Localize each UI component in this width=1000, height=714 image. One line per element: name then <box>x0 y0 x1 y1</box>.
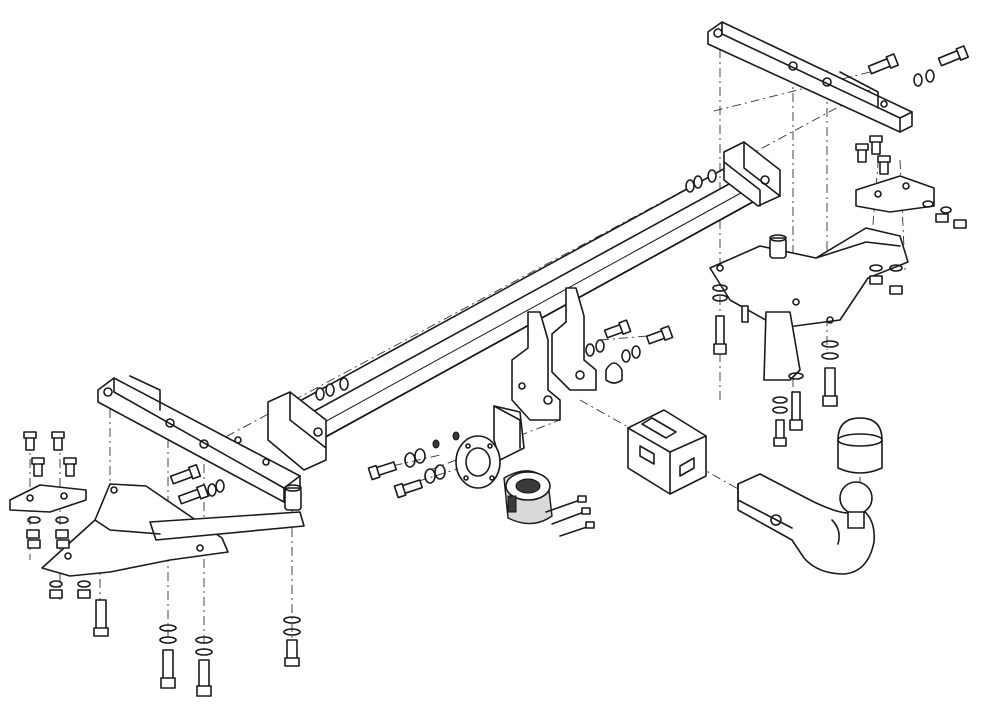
socket-fasteners <box>367 431 460 499</box>
receiver-block <box>627 409 707 495</box>
left-bottom-bracket <box>41 483 305 577</box>
left-small-plate <box>9 484 87 513</box>
left-rail-bolts <box>169 463 225 505</box>
socket-assembly <box>455 405 595 537</box>
right-rail-bolts <box>867 45 970 87</box>
center-brackets <box>511 287 597 421</box>
right-bottom-bracket <box>709 227 909 381</box>
right-mounting-rail <box>707 21 913 133</box>
tow-ball-arm <box>737 473 876 575</box>
ball-cover-cap <box>837 417 883 474</box>
bottom-bolts-left <box>159 616 301 697</box>
center-bolts <box>585 319 674 384</box>
cross-beam <box>267 141 781 471</box>
right-small-plate <box>855 175 935 213</box>
right-fasteners <box>712 135 967 447</box>
left-fasteners <box>23 431 109 637</box>
